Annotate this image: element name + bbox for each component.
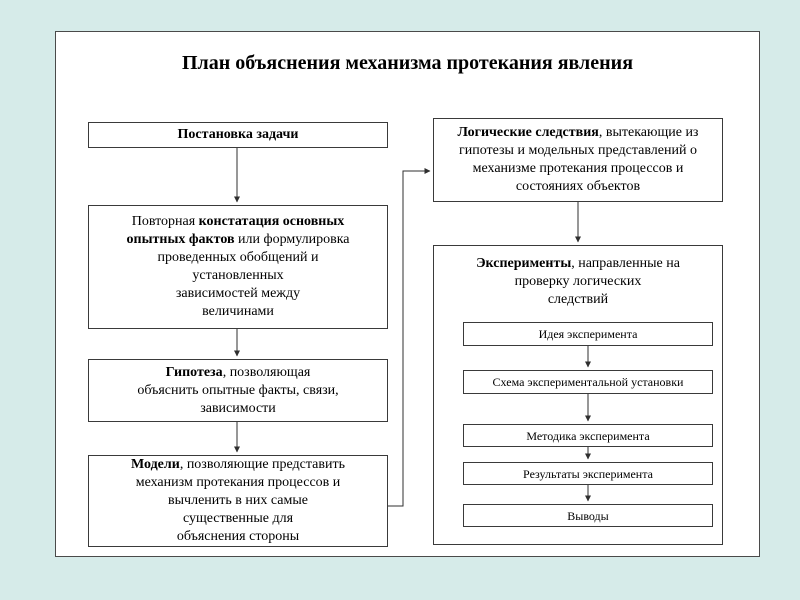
consequences-text-bold: Логические следствия: [457, 125, 599, 140]
hypothesis-box: Гипотеза, позволяющая объяснить опытные …: [88, 359, 388, 422]
experiment-step-results: Результаты эксперимента: [463, 462, 713, 485]
task-box-label: Постановка задачи: [177, 127, 299, 142]
consequences-box-text: Логические следствия, вытекающие из гипо…: [458, 124, 699, 196]
facts-text-rest: или формулировка проведенных обобщений и…: [157, 232, 350, 319]
experiment-step-idea-label: Идея эксперимента: [538, 327, 638, 341]
experiments-header-rest: , направленные на проверку логических сл…: [514, 256, 680, 307]
facts-box-text: Повторная констатация основных опытных ф…: [127, 213, 350, 321]
models-text-rest: , позволяющие представить механизм проте…: [135, 457, 346, 544]
models-box-text: Модели, позволяющие представить механизм…: [131, 456, 345, 546]
experiment-step-method-label: Методика эксперимента: [526, 428, 650, 443]
experiment-step-setup-scheme-label: Схема экспериментальной установки: [492, 375, 684, 389]
experiment-step-conclusions-label: Выводы: [567, 508, 609, 523]
experiment-step-idea: Идея эксперимента: [463, 322, 713, 346]
facts-text-lead: Повторная: [131, 214, 199, 229]
slide-title: План объяснения механизма протекания явл…: [181, 52, 634, 74]
hypothesis-text-bold: Гипотеза: [165, 364, 223, 380]
models-box: Модели, позволяющие представить механизм…: [88, 455, 388, 547]
consequences-box: Логические следствия, вытекающие из гипо…: [433, 118, 723, 202]
facts-text-bold: констатация основных опытных фактов: [126, 214, 345, 247]
experiment-step-results-label: Результаты эксперимента: [523, 466, 653, 481]
models-text-bold: Модели: [130, 457, 180, 472]
facts-box: Повторная констатация основных опытных ф…: [88, 205, 388, 329]
experiments-box-header: Эксперименты, направленные на проверку л…: [476, 255, 680, 309]
experiment-step-conclusions: Выводы: [463, 504, 713, 527]
experiments-box: Эксперименты, направленные на проверку л…: [433, 245, 723, 545]
consequences-text-rest: , вытекающие из гипотезы и модельных пре…: [458, 125, 699, 194]
experiment-step-setup-scheme: Схема экспериментальной установки: [463, 370, 713, 394]
hypothesis-box-text: Гипотеза, позволяющая объяснить опытные …: [137, 364, 338, 418]
task-box: Постановка задачи: [88, 122, 388, 148]
experiment-step-method: Методика эксперимента: [463, 424, 713, 447]
hypothesis-text-rest: , позволяющая объяснить опытные факты, с…: [137, 364, 339, 416]
experiments-header-bold: Эксперименты: [476, 256, 572, 271]
